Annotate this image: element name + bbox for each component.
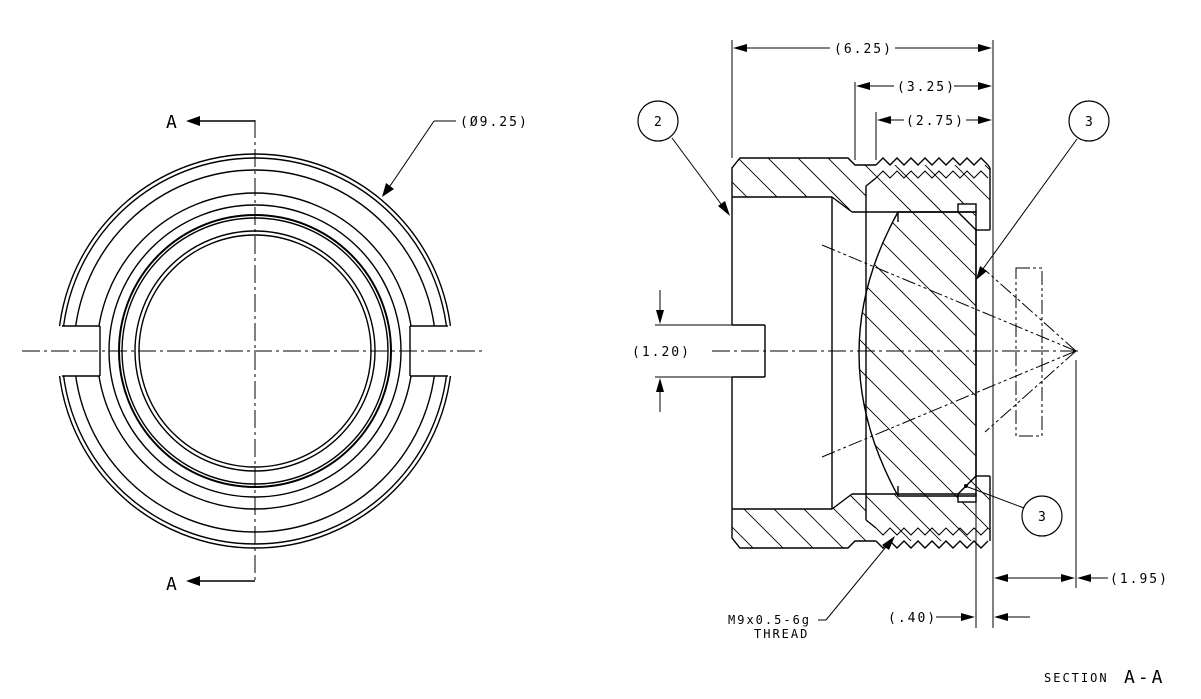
thread-teeth-bottom (875, 527, 989, 549)
section-arrow-top: A (166, 112, 255, 133)
dim-overall-length-text: (6.25) (834, 42, 893, 57)
body-right-end (957, 168, 991, 541)
balloon-lens: 3 (976, 100, 1110, 280)
section-label-top: A (166, 112, 180, 133)
section-caption-letters: A-A (1124, 667, 1166, 688)
thread-hatch-bottom (866, 479, 990, 541)
section-label-bottom: A (166, 574, 180, 595)
balloon-body-text: 2 (654, 115, 664, 130)
retaining-step-top (957, 203, 977, 213)
thread-hatch-top (866, 165, 990, 216)
dim-gap: (.40) (888, 476, 1030, 628)
balloon-lens-2: 3 (964, 484, 1063, 537)
retaining-step-bottom (957, 493, 977, 503)
dim-thread-length-text: (3.25) (897, 80, 956, 95)
balloon-lens-text: 3 (1085, 115, 1095, 130)
lens-holder-body (731, 157, 958, 549)
lens-ray-bottom-edge (984, 350, 1077, 433)
section-arrow-bottom: A (166, 574, 255, 595)
balloon-lens-2-text: 3 (1038, 510, 1048, 525)
section-caption: SECTION A-A (1044, 667, 1166, 688)
sensor-phantom (1015, 267, 1043, 437)
dim-hole: (1.20) (632, 290, 732, 412)
dim-focal: (1.95) (994, 360, 1169, 588)
ray-bottom (821, 350, 1077, 458)
dim-gap-text: (.40) (888, 611, 937, 626)
section-view: (6.25) (3.25) (2.75) (1.20) (632, 40, 1169, 688)
dim-hole-text: (1.20) (632, 345, 691, 360)
dim-overall-length: (6.25) (733, 42, 992, 57)
section-caption-word: SECTION (1044, 671, 1109, 685)
lens-ray-top-edge (984, 269, 1077, 352)
diameter-dimension: (Ø9.25) (460, 115, 529, 130)
dim-focal-text: (1.95) (1110, 572, 1169, 587)
dim-thread-length-2: (2.75) (877, 114, 992, 129)
dim-thread-length-2-text: (2.75) (906, 114, 965, 129)
thread-teeth-top (875, 157, 991, 179)
thread-callout-line2: THREAD (754, 627, 809, 641)
front-view: A A (Ø9.25) (22, 112, 529, 595)
thread-callout: M9x0.5-6g THREAD (728, 536, 895, 641)
dim-thread-length: (3.25) (856, 80, 992, 95)
diameter-callout: (Ø9.25) (382, 115, 529, 197)
thread-callout-line1: M9x0.5-6g (728, 613, 811, 627)
balloon-body: 2 (637, 100, 730, 216)
